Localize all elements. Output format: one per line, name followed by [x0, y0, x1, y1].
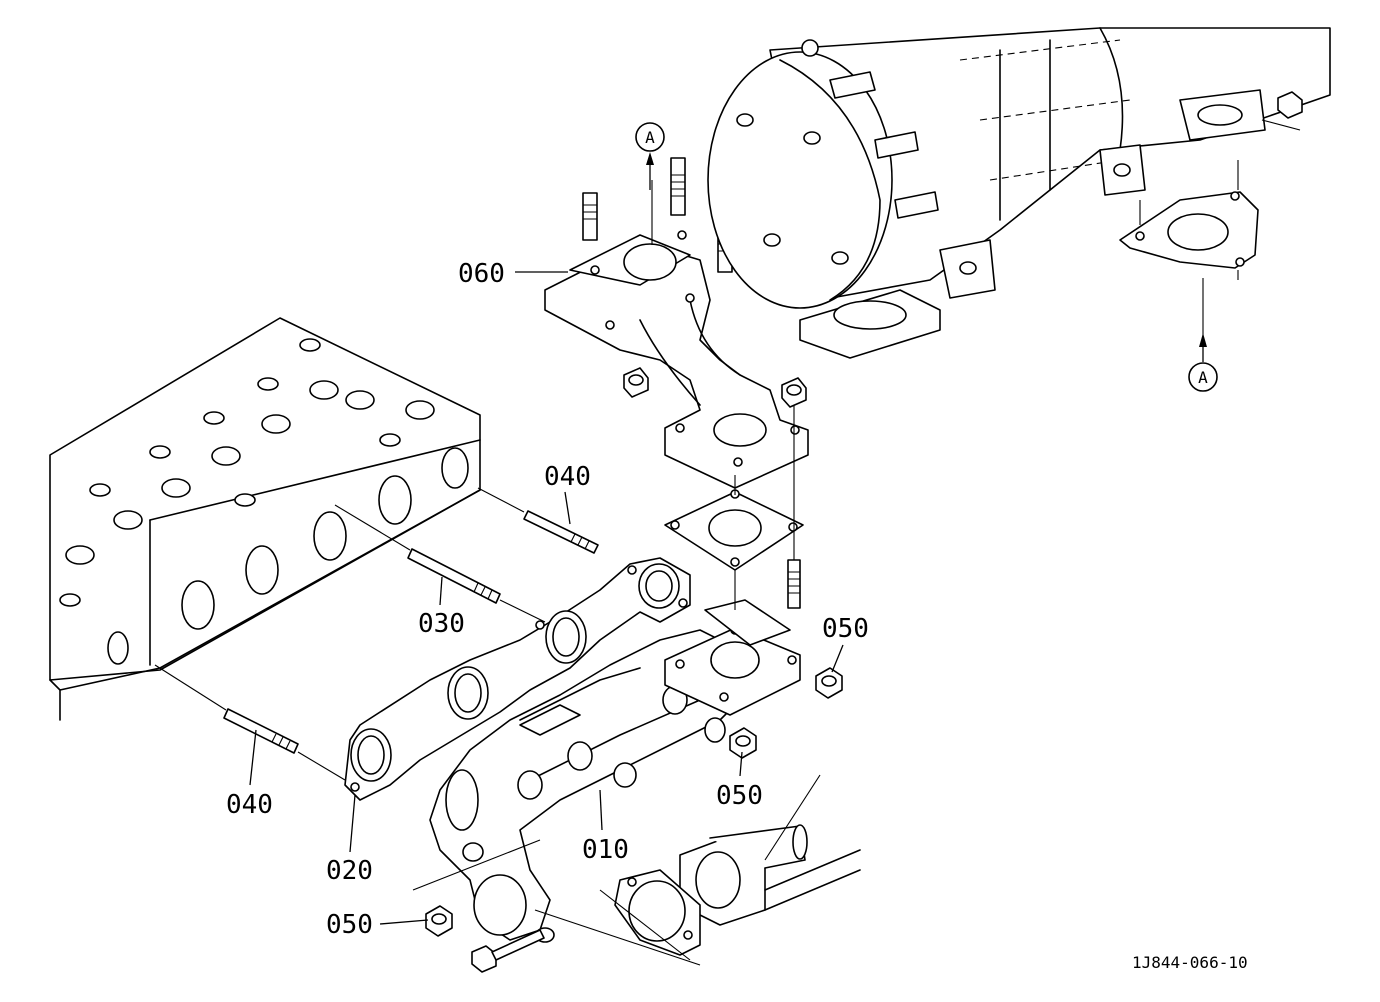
- callout-040-bottom: 040: [226, 729, 273, 820]
- head-ports: [107, 447, 469, 665]
- callout-030: 030: [418, 576, 465, 639]
- label-050-center: 050: [716, 781, 763, 811]
- ref-a-right-label: A: [1198, 368, 1208, 387]
- cylinder-head: [49, 317, 481, 721]
- label-060: 060: [458, 259, 505, 289]
- callout-060: 060: [458, 259, 568, 289]
- label-050-right: 050: [822, 614, 869, 644]
- stud-040-bottom: [154, 664, 346, 781]
- dpf-muffler: [707, 27, 1331, 359]
- nut-pipe-top: [781, 377, 807, 408]
- exhaust-pipe: [544, 230, 809, 489]
- label-050-bottom: 050: [326, 910, 373, 940]
- head-top-holes: [59, 338, 435, 607]
- label-040-bottom: 040: [226, 790, 273, 820]
- callout-050-bottom: 050: [326, 910, 429, 940]
- dpf-flange-gasket: [1119, 160, 1259, 280]
- ref-a-top-label: A: [645, 128, 655, 147]
- callout-010: 010: [582, 789, 629, 865]
- nut-050-right: [815, 667, 843, 699]
- lower-pipe: [679, 774, 861, 926]
- flange-gasket: [664, 489, 804, 571]
- label-010: 010: [582, 835, 629, 865]
- nut-050-upper: [623, 367, 649, 398]
- stud-030: [334, 504, 546, 623]
- callout-040-top: 040: [544, 462, 591, 525]
- bolt-bottom: [471, 929, 545, 973]
- label-030: 030: [418, 609, 465, 639]
- label-040-top: 040: [544, 462, 591, 492]
- callout-020: 020: [326, 794, 373, 886]
- callout-050-center: 050: [716, 751, 763, 811]
- callout-050-right: 050: [822, 614, 869, 673]
- stud-040-top: [477, 487, 599, 554]
- manifold-gasket: [344, 557, 691, 801]
- assembly-lines: [412, 180, 1204, 966]
- nut-050-center: [729, 727, 757, 759]
- exhaust-manifold: [429, 599, 801, 943]
- ref-arrow-a-top: A: [635, 122, 665, 190]
- label-020: 020: [326, 856, 373, 886]
- nut-050-bottom: [425, 905, 453, 937]
- drawing-number: 1J844-066-10: [1132, 953, 1248, 972]
- lower-pipe-gasket: [614, 869, 701, 956]
- ref-arrow-a-right: A: [1188, 333, 1218, 392]
